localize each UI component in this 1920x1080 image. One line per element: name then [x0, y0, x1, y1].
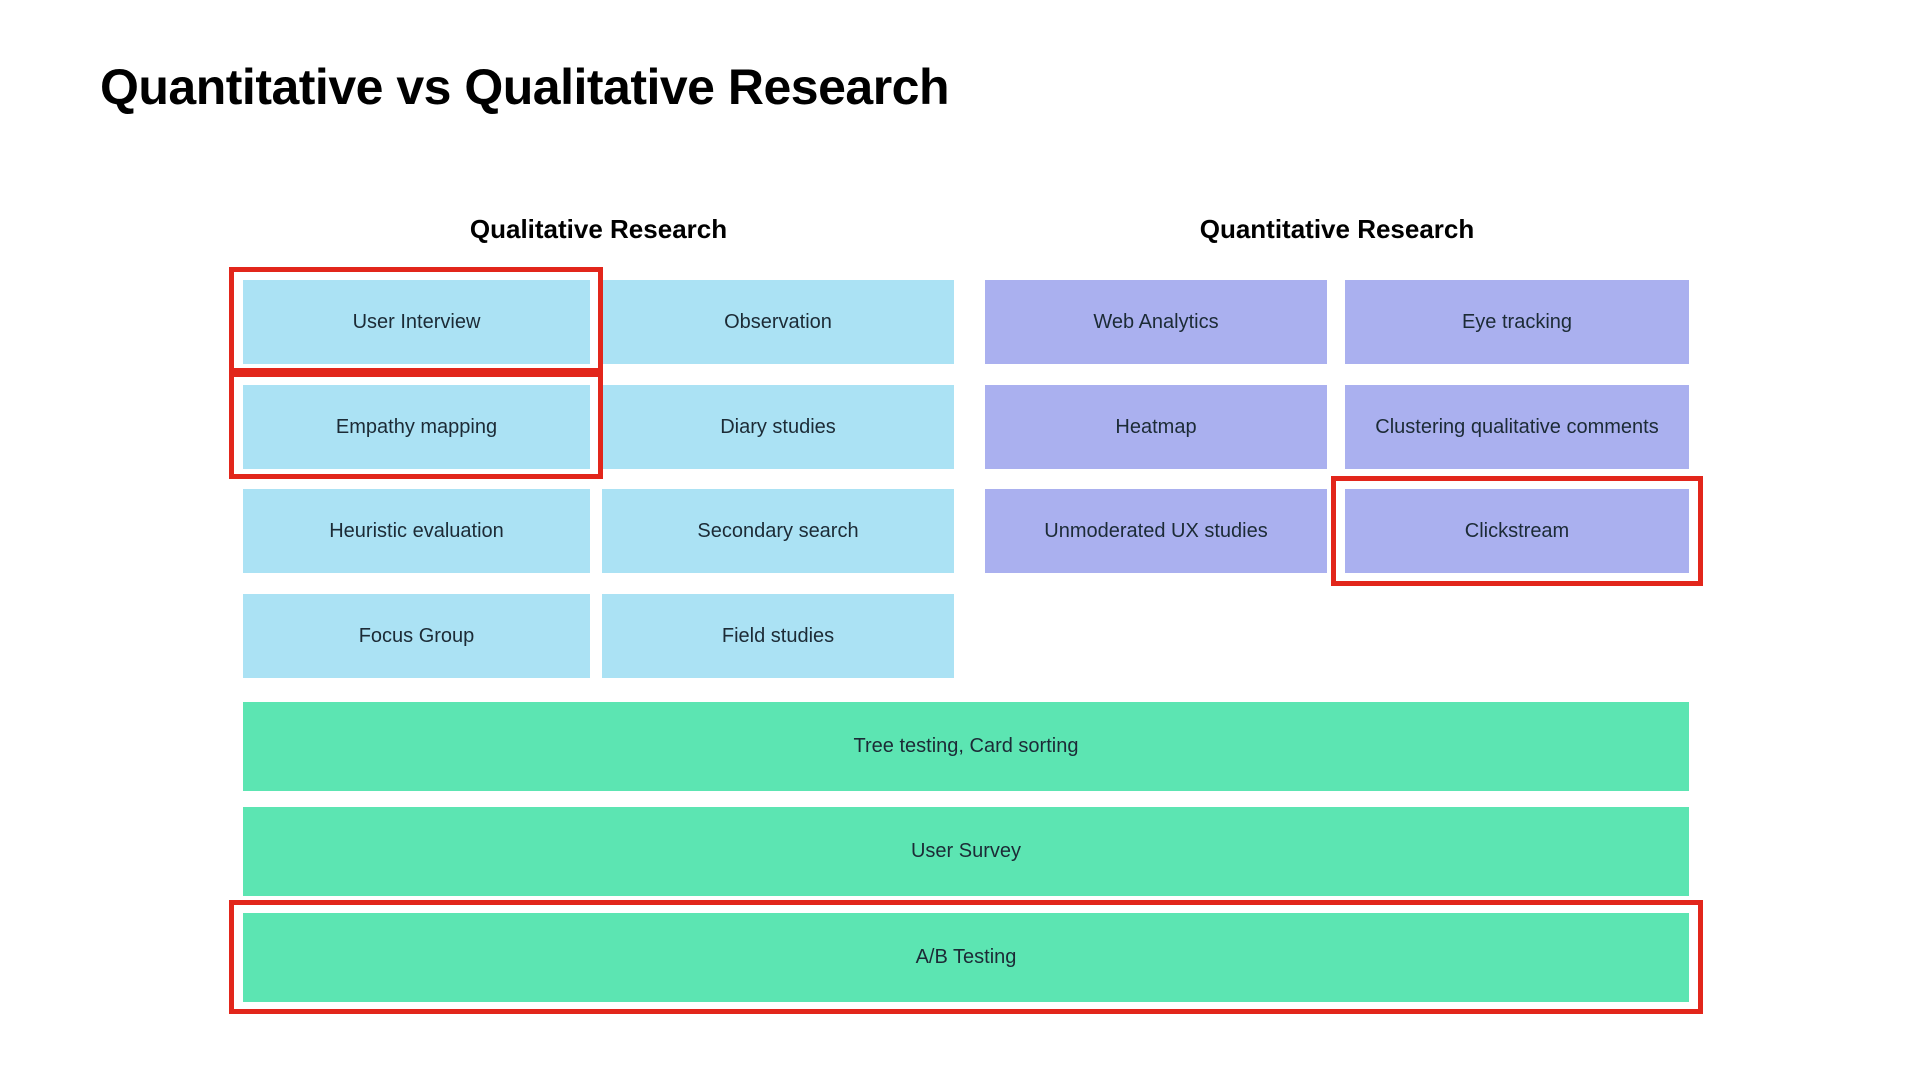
box-empathy-mapping: Empathy mapping [243, 385, 590, 469]
box-observation: Observation [602, 280, 954, 364]
quantitative-section-header: Quantitative Research [1199, 214, 1475, 244]
box-user-interview: User Interview [243, 280, 590, 364]
box-heuristic-evaluation: Heuristic evaluation [243, 489, 590, 573]
box-field-studies: Field studies [602, 594, 954, 678]
box-user-survey: User Survey [243, 807, 1689, 896]
box-secondary-search: Secondary search [602, 489, 954, 573]
box-web-analytics: Web Analytics [985, 280, 1327, 364]
box-eye-tracking: Eye tracking [1345, 280, 1689, 364]
box-unmoderated-ux-studies: Unmoderated UX studies [985, 489, 1327, 573]
box-clickstream: Clickstream [1345, 489, 1689, 573]
box-heatmap: Heatmap [985, 385, 1327, 469]
box-tree-testing-card-sorting: Tree testing, Card sorting [243, 702, 1689, 791]
page-title: Quantitative vs Qualitative Research [100, 59, 950, 115]
box-diary-studies: Diary studies [602, 385, 954, 469]
box-focus-group: Focus Group [243, 594, 590, 678]
box-ab-testing: A/B Testing [243, 913, 1689, 1002]
qualitative-section-header: Qualitative Research [469, 214, 728, 244]
box-clustering-qualitative-comments: Clustering qualitative comments [1345, 385, 1689, 469]
